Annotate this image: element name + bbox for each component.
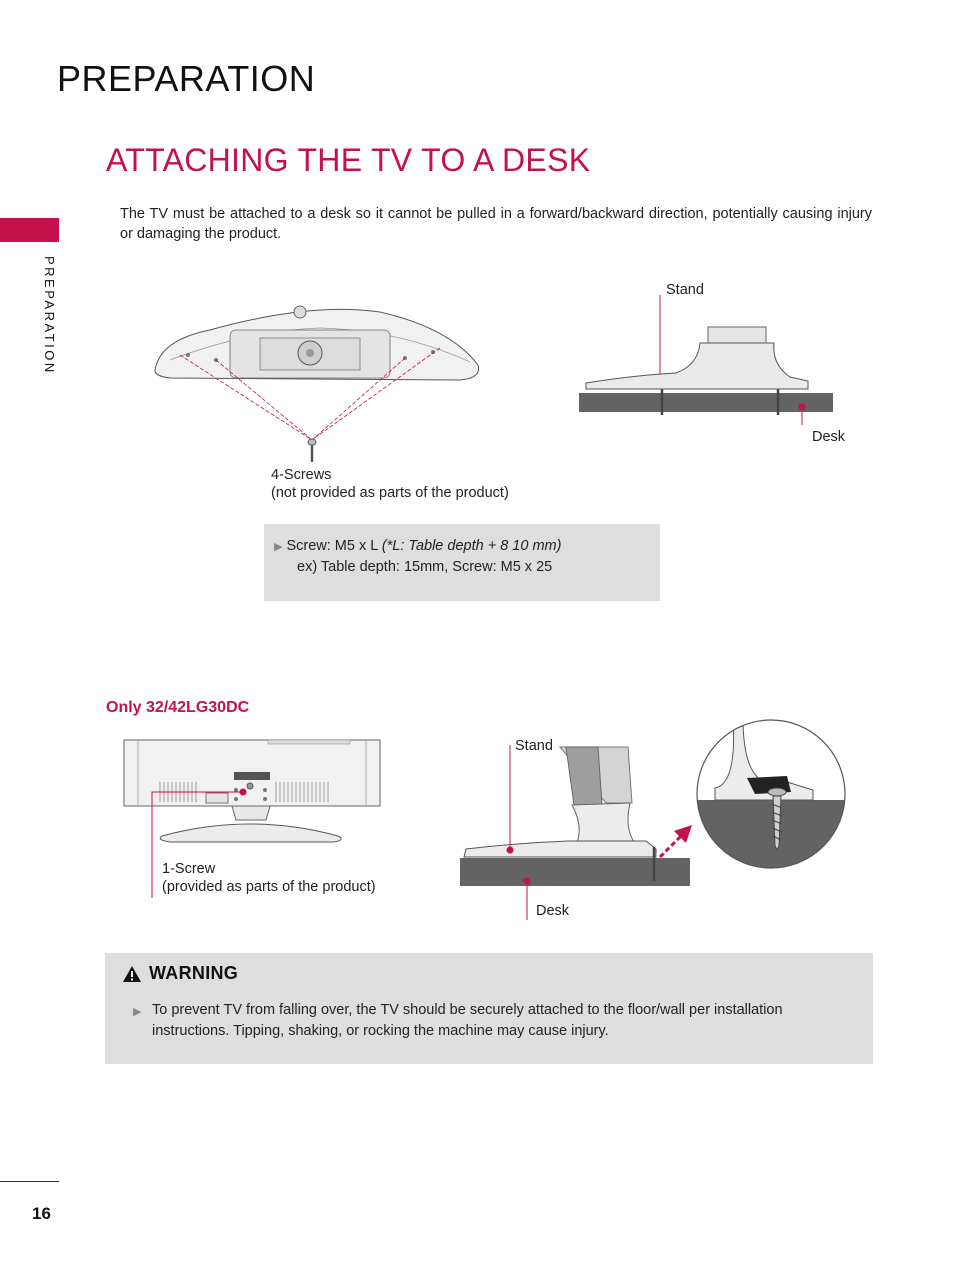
one-screw-label: 1-Screw [162, 861, 216, 877]
page-title: PREPARATION [57, 58, 316, 99]
stand-side-on-desk-illustration [460, 745, 692, 920]
screw-spec-text: Screw: M5 x L [286, 538, 382, 554]
side-tab-marker [0, 218, 59, 242]
tv-rear-illustration [123, 739, 381, 898]
screw-spec-box: ▶Screw: M5 x L (*L: Table depth + 8 10 m… [264, 524, 660, 601]
screw-spec-example: ex) Table depth: 15mm, Screw: M5 x 25 [297, 559, 553, 575]
bullet-arrow-icon: ▶ [133, 1006, 142, 1018]
screw-spec-formula: (*L: Table depth + 8 10 mm) [381, 538, 562, 554]
page-number: 16 [32, 1204, 51, 1223]
screw-detail-zoom-illustration [696, 719, 846, 869]
desk-label-1: Desk [812, 429, 846, 445]
warning-title: WARNING [149, 963, 239, 983]
stand-base-bottom-illustration [154, 305, 480, 462]
screw-spec-line: ▶Screw: M5 x L (*L: Table depth + 8 10 m… [274, 538, 561, 554]
screws-note: (not provided as parts of the product) [271, 485, 509, 501]
stand-on-desk-illustration [579, 295, 833, 425]
intro-paragraph: The TV must be attached to a desk so it … [120, 206, 872, 242]
bullet-arrow-icon: ▶ [274, 541, 283, 553]
warning-triangle-icon [123, 966, 141, 982]
warning-text: To prevent TV from falling over, the TV … [152, 1002, 783, 1039]
stand-label-2: Stand [515, 738, 553, 754]
one-screw-note: (provided as parts of the product) [162, 879, 376, 895]
stand-label-1: Stand [666, 282, 704, 298]
screws-label: 4-Screws [271, 467, 332, 483]
model-title: Only 32/42LG30DC [106, 699, 250, 716]
desk-label-2: Desk [536, 903, 570, 919]
warning-box: WARNING ▶ To prevent TV from falling ove… [105, 953, 873, 1064]
side-section-label: PREPARATION [42, 256, 57, 375]
section-title: ATTACHING THE TV TO A DESK [106, 142, 591, 178]
footer-rule [0, 1181, 59, 1182]
